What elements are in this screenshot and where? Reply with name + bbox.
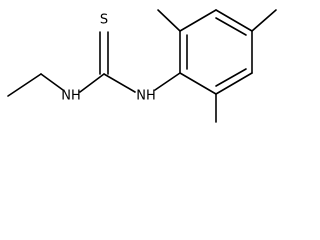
molecule-diagram: S NH NH bbox=[0, 0, 284, 128]
bond-n-c bbox=[79, 73, 105, 93]
atom-label-nitrogen-left: NH bbox=[61, 89, 81, 104]
bond-ring-3 bbox=[215, 9, 253, 32]
bond-nh-ring bbox=[154, 72, 181, 91]
atom-label-sulfur: S bbox=[100, 13, 108, 28]
bond-ring-3-inner bbox=[215, 17, 247, 36]
bond-ring-6 bbox=[179, 72, 217, 95]
atom-label-nitrogen-right: NH bbox=[136, 89, 156, 104]
bond-methyl-para bbox=[251, 9, 277, 32]
bond-ring-5 bbox=[215, 72, 253, 95]
bond-ring-5-inner bbox=[215, 68, 247, 87]
bond-ethyl-ch2-n bbox=[40, 73, 64, 91]
bond-ethyl-ch3-ch2 bbox=[7, 73, 42, 97]
structure-svg: S NH NH bbox=[7, 9, 277, 123]
bond-ring-2 bbox=[179, 9, 217, 32]
bond-methyl-ortho-top bbox=[157, 9, 181, 32]
bond-c-nh bbox=[103, 73, 136, 93]
